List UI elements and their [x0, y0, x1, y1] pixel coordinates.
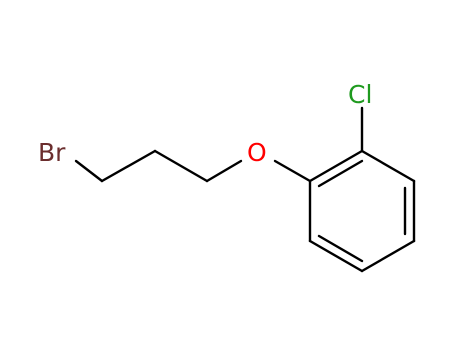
bond-ring-5: [308, 239, 364, 273]
bond-ring-4: [360, 239, 416, 273]
bond-c3-o: [205, 159, 243, 183]
double-bond-inner-1: [317, 159, 364, 188]
bond-br-c1: [74, 159, 104, 183]
bond-o-c4: [273, 159, 312, 183]
oxygen-label: O: [247, 138, 267, 167]
bond-ring-2: [360, 149, 416, 183]
bond-ring-1: [308, 149, 364, 183]
bonds: [74, 106, 416, 273]
bond-c2-c3: [153, 149, 209, 183]
bond-c1-c2: [100, 149, 157, 183]
bromine-label: Br: [38, 138, 66, 167]
double-bond-inner-3: [317, 234, 364, 263]
chlorine-label: Cl: [348, 80, 372, 109]
